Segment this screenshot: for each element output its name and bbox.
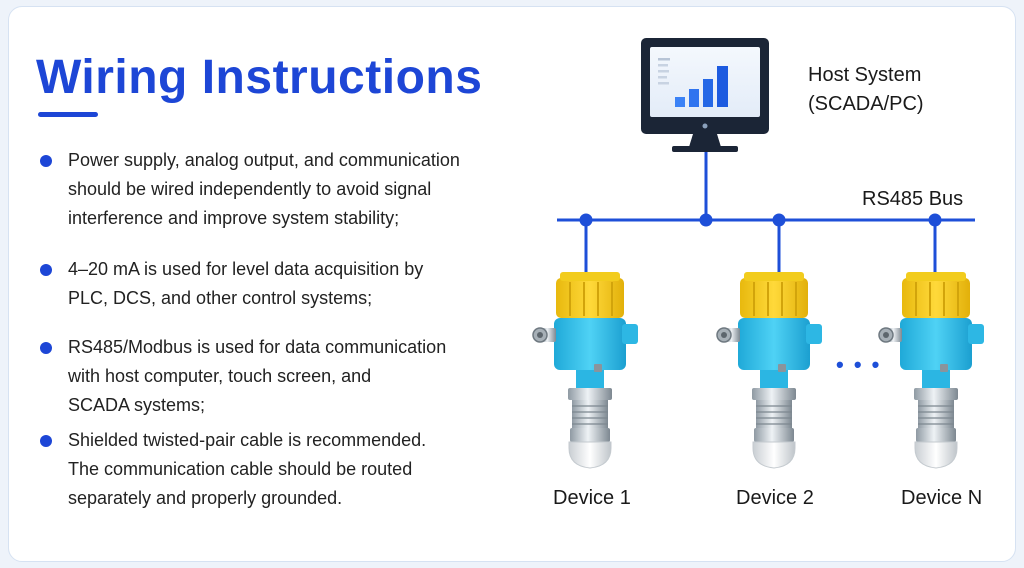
- bullet-dot-icon: [40, 435, 52, 447]
- ellipsis-indicator: • • •: [836, 352, 882, 377]
- bullet-line: should be wired independently to avoid s…: [68, 179, 432, 199]
- bullet-line: Power supply, analog output, and communi…: [68, 150, 460, 170]
- device-n-sensor-icon: [878, 271, 985, 469]
- device-1-sensor-icon: [532, 271, 639, 469]
- bullet-item: RS485/Modbus is used for data communicat…: [38, 333, 478, 420]
- page-title: Wiring Instructions: [36, 51, 483, 104]
- bullet-line: PLC, DCS, and other control systems;: [68, 288, 373, 308]
- bullet-line: 4–20 mA is used for level data acquisiti…: [68, 259, 424, 279]
- bullet-line: separately and properly grounded.: [68, 488, 343, 508]
- bullet-item: Shielded twisted-pair cable is recommend…: [38, 426, 478, 513]
- content-card: [8, 6, 1016, 562]
- bullet-line: The communication cable should be routed: [68, 459, 413, 479]
- bullet-line: with host computer, touch screen, and: [68, 366, 372, 386]
- device-label: Device 1: [553, 487, 631, 509]
- bullet-item: 4–20 mA is used for level data acquisiti…: [38, 255, 478, 313]
- bullet-line: RS485/Modbus is used for data communicat…: [68, 337, 447, 357]
- bullet-list: Power supply, analog output, and communi…: [38, 146, 478, 513]
- bullet-dot-icon: [40, 155, 52, 167]
- host-monitor-icon: [641, 38, 769, 152]
- bullet-dot-icon: [40, 264, 52, 276]
- rs485-bus: [557, 152, 975, 278]
- bullet-item: Power supply, analog output, and communi…: [38, 146, 478, 233]
- bullet-line: SCADA systems;: [68, 395, 206, 415]
- bus-label: RS485 Bus: [862, 188, 964, 210]
- device-label: Device N: [901, 487, 983, 509]
- device-label: Device 2: [736, 487, 814, 509]
- title-underline: [38, 112, 98, 117]
- bullet-dot-icon: [40, 342, 52, 354]
- bullet-line: Shielded twisted-pair cable is recommend…: [68, 430, 427, 450]
- host-system-sublabel: (SCADA/PC): [808, 93, 924, 115]
- host-system-label: Host System: [808, 64, 922, 86]
- bullet-line: interference and improve system stabilit…: [68, 208, 400, 228]
- device-2-sensor-icon: [716, 271, 823, 469]
